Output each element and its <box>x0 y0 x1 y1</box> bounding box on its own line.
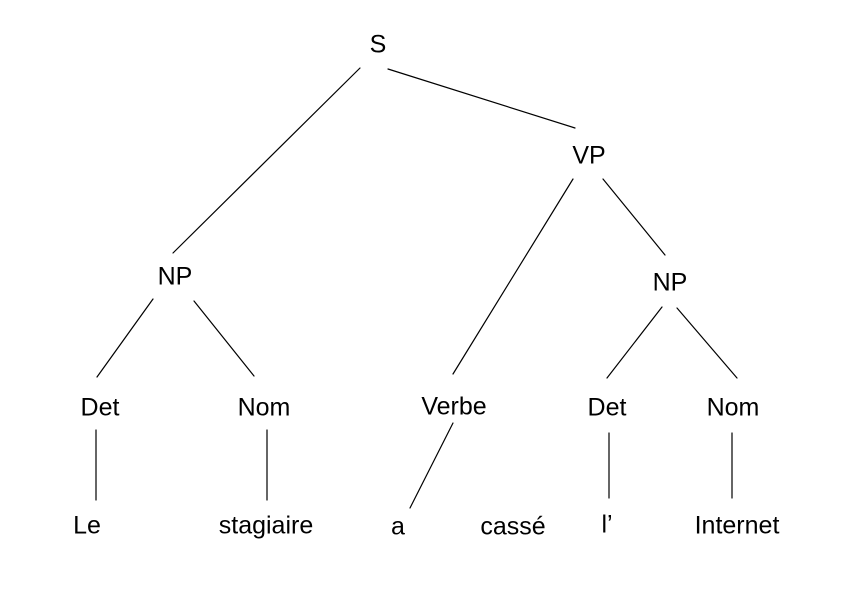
edge-verbe-a <box>409 422 454 509</box>
node-det-1: Det <box>80 393 120 422</box>
leaf-a: a <box>391 512 405 541</box>
node-vp: VP <box>572 141 606 170</box>
edge-vp-verbe <box>452 178 574 375</box>
node-nom-1: Nom <box>237 393 291 422</box>
edge-np-subject-det <box>96 298 154 378</box>
edge-np-object-det <box>606 306 663 379</box>
edge-s-vp <box>387 68 576 129</box>
node-np-object: NP <box>652 268 688 297</box>
leaf-stagiaire: stagiaire <box>218 511 314 540</box>
node-s: S <box>369 30 387 59</box>
edge-s-np-subject <box>172 67 361 254</box>
leaf-internet: Internet <box>694 511 780 540</box>
leaf-le: Le <box>73 511 101 540</box>
edge-np-object-nom <box>676 307 738 379</box>
leaf-l-apostrophe: l’ <box>601 510 613 539</box>
edge-vp-np-object <box>602 178 666 256</box>
node-np-subject: NP <box>157 262 193 291</box>
node-det-2: Det <box>587 393 627 422</box>
node-verbe: Verbe <box>421 392 487 421</box>
edge-np-subject-nom <box>193 300 255 377</box>
leaf-casse: cassé <box>480 512 546 541</box>
node-nom-2: Nom <box>706 393 760 422</box>
